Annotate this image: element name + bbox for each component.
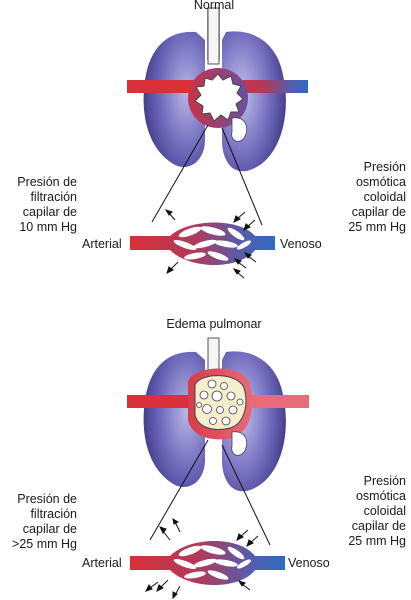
label-line: Presión de: [17, 492, 77, 506]
alveolus-lumen: [194, 73, 244, 122]
pulmonary-artery: [127, 80, 207, 93]
trachea: [207, 337, 220, 373]
label-line: Presión de: [17, 175, 77, 189]
pulmonary-vein: [230, 80, 308, 93]
capillary-edema: [130, 541, 285, 585]
oncotic-pressure-label-normal: Presión osmótica coloidal capilar de 25 …: [330, 160, 406, 235]
filtration-pressure-label-edema: Presión de filtración capilar de >25 mm …: [3, 492, 77, 552]
label-line: filtración: [30, 507, 77, 521]
alveolus-fluid: [194, 375, 247, 430]
label-line: 10 mm Hg: [19, 220, 77, 234]
lungs-normal: [127, 7, 308, 172]
label-line: osmótica: [355, 175, 406, 189]
venous-label-normal: Venoso: [280, 237, 322, 251]
label-line: osmótica: [355, 489, 406, 503]
label-line: >25 mm Hg: [12, 537, 77, 551]
label-line: coloidal: [363, 190, 406, 204]
panel-title-edema: Edema pulmonar: [166, 317, 262, 331]
filtration-pressure-label-normal: Presión de filtración capilar de 10 mm H…: [5, 175, 77, 235]
arterial-label-normal: Arterial: [82, 237, 122, 251]
edema-panel: [127, 337, 309, 600]
label-line: capilar de: [22, 522, 77, 536]
zoom-line-left: [149, 439, 209, 541]
label-line: coloidal: [363, 504, 406, 518]
zoom-line-left: [151, 124, 209, 223]
panel-title-normal: Normal: [193, 0, 235, 12]
fluid-bubbles: [196, 379, 244, 426]
flow-arrows-normal: [164, 209, 257, 279]
capillary-normal: [130, 222, 275, 265]
label-line: Presión: [363, 474, 406, 488]
label-line: 25 mm Hg: [348, 534, 406, 548]
flow-arrows-edema: [145, 517, 259, 600]
venous-label-edema: Venoso: [288, 556, 330, 570]
lungs-edema: [127, 337, 309, 492]
zoom-line-right: [221, 444, 271, 546]
oncotic-pressure-label-edema: Presión osmótica coloidal capilar de 25 …: [330, 474, 406, 549]
label-line: 25 mm Hg: [348, 220, 406, 234]
left-lung: [143, 31, 205, 168]
pulmonary-artery: [127, 395, 207, 408]
arterial-label-edema: Arterial: [82, 556, 122, 570]
label-line: capilar de: [351, 519, 406, 533]
normal-panel: [127, 7, 308, 279]
label-line: Presión: [363, 160, 406, 174]
label-line: capilar de: [22, 205, 77, 219]
label-line: filtración: [30, 190, 77, 204]
label-line: capilar de: [351, 205, 406, 219]
zoom-line-right: [221, 127, 263, 226]
